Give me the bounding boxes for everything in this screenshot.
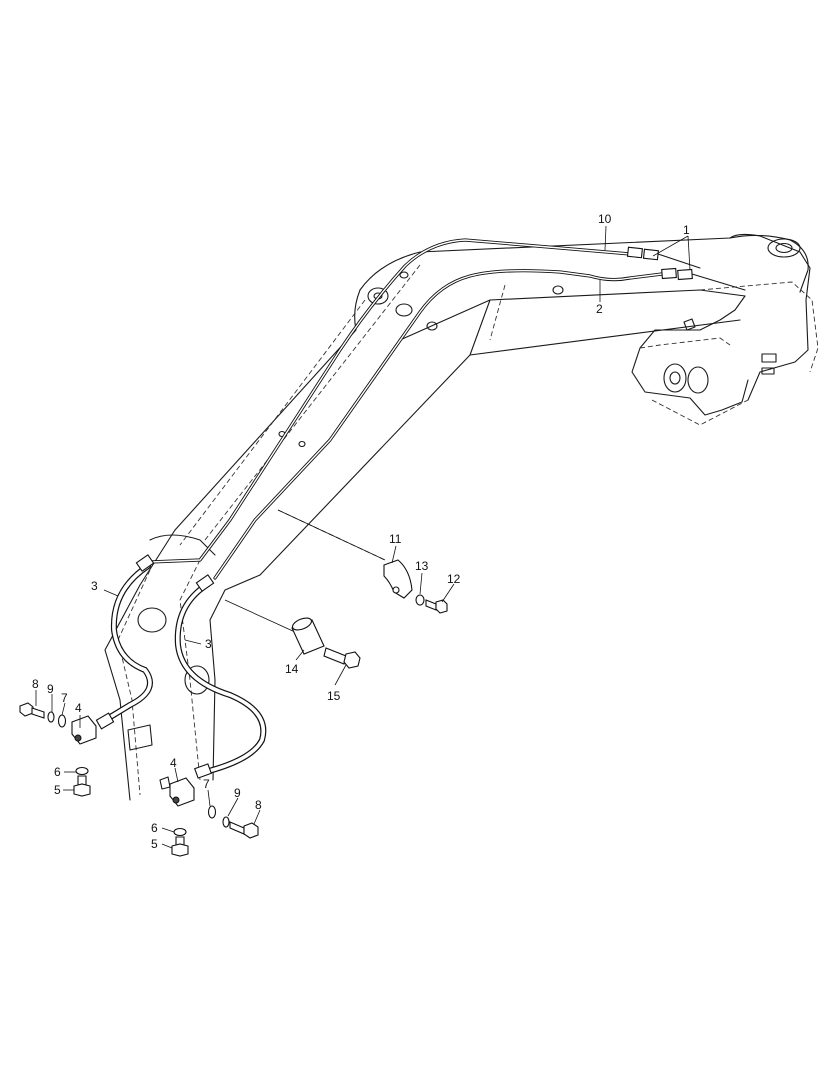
callout-15: 15 bbox=[327, 689, 341, 703]
callout-3-left: 3 bbox=[91, 579, 98, 593]
callout-13: 13 bbox=[415, 559, 429, 573]
callout-3-right: 3 bbox=[205, 637, 212, 651]
hose-item-3-right bbox=[174, 574, 267, 779]
callout-4-left: 4 bbox=[75, 701, 82, 715]
tube-item-2 bbox=[213, 269, 664, 580]
callout-10: 10 bbox=[598, 212, 612, 226]
callout-7-right: 7 bbox=[203, 777, 210, 791]
callout-6-right: 6 bbox=[151, 821, 158, 835]
bolt-group-right bbox=[169, 777, 259, 857]
bolt-group-left bbox=[19, 702, 97, 797]
callout-2: 2 bbox=[596, 302, 603, 316]
boom-structure bbox=[104, 233, 819, 801]
spacer-group bbox=[224, 599, 361, 669]
fitting-item-1 bbox=[626, 246, 746, 291]
callout-labels: 10 1 2 3 3 4 4 8 9 7 6 5 7 9 8 6 5 11 13… bbox=[32, 212, 690, 851]
callout-5-right: 5 bbox=[151, 837, 158, 851]
tube-item-10 bbox=[148, 238, 632, 564]
callout-7-left: 7 bbox=[61, 691, 68, 705]
callout-8-right: 8 bbox=[255, 798, 262, 812]
callout-11: 11 bbox=[389, 532, 402, 546]
callout-14: 14 bbox=[285, 662, 299, 676]
callout-5-left: 5 bbox=[54, 783, 61, 797]
hose-item-3-left bbox=[95, 554, 155, 730]
leader-lines bbox=[35, 225, 691, 849]
callout-8-left: 8 bbox=[32, 677, 39, 691]
callout-1: 1 bbox=[683, 223, 690, 237]
callout-4-right: 4 bbox=[170, 756, 177, 770]
callout-9-left: 9 bbox=[47, 682, 54, 696]
callout-6-left: 6 bbox=[54, 765, 61, 779]
callout-9-right: 9 bbox=[234, 786, 241, 800]
callout-12: 12 bbox=[447, 572, 461, 586]
